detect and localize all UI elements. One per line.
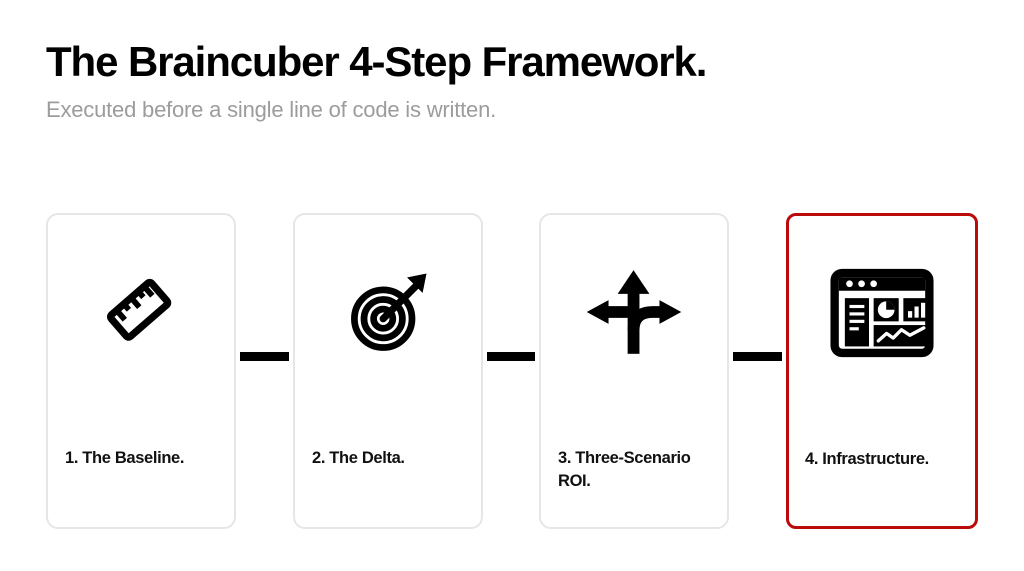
dashboard-window-icon <box>789 258 975 368</box>
connector-2-3 <box>487 352 535 361</box>
page-header: The Braincuber 4-Step Framework. Execute… <box>46 38 946 123</box>
connector-3-4 <box>733 352 782 361</box>
step-card-three-scenario-roi[interactable]: 3. Three-Scenario ROI. <box>539 213 729 529</box>
step-card-delta[interactable]: 2. The Delta. <box>293 213 483 529</box>
step-label: 2. The Delta. <box>312 449 405 467</box>
ruler-icon <box>48 257 234 367</box>
framework-steps-row: 1. The Baseline. 2. The Delta. <box>46 213 978 529</box>
step-label: 4. Infrastructure. <box>805 450 929 468</box>
step-label: 1. The Baseline. <box>65 449 185 467</box>
connector-1-2 <box>240 352 289 361</box>
three-way-arrows-icon <box>541 257 727 367</box>
page-subtitle: Executed before a single line of code is… <box>46 96 497 122</box>
page-title: The Braincuber 4-Step Framework. <box>46 38 707 85</box>
step-label: 3. Three-Scenario ROI. <box>558 449 691 491</box>
step-card-baseline[interactable]: 1. The Baseline. <box>46 213 236 529</box>
target-arrow-icon <box>295 257 481 367</box>
step-card-infrastructure[interactable]: 4. Infrastructure. <box>786 213 978 529</box>
